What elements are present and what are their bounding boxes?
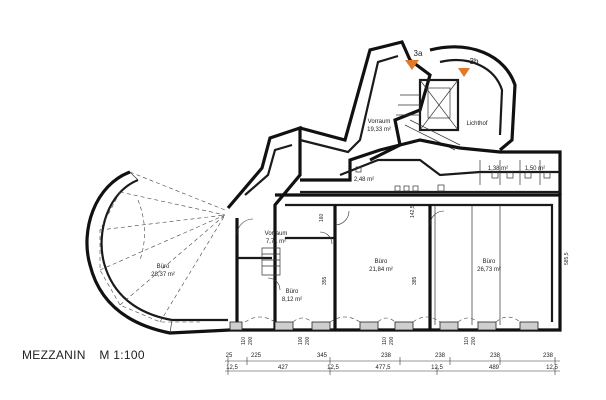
service-strip-wall bbox=[300, 138, 562, 195]
facade-window-arcs bbox=[244, 316, 521, 323]
facade-piers bbox=[229, 321, 539, 331]
dim-row1-6: 238 bbox=[543, 353, 554, 359]
dim-v-385: 385 bbox=[412, 276, 418, 285]
partition-vorraum-small bbox=[237, 236, 337, 330]
room-area-buero-left: 28,37 m² bbox=[151, 272, 175, 278]
dim-open-6: 110 bbox=[464, 337, 470, 345]
dim-row2-1: 427 bbox=[278, 365, 289, 371]
room-area-vorraum-top: 19,33 m² bbox=[367, 127, 391, 133]
dim-v-355: 355 bbox=[322, 276, 328, 285]
room-area-wc-small: 2,48 m² bbox=[354, 177, 374, 183]
dim-open-0: 110 bbox=[241, 337, 247, 345]
room-area-vorraum: 7,71 m² bbox=[266, 239, 286, 245]
room-name-buero-left: Büro bbox=[157, 264, 170, 270]
dim-open-2: 100 bbox=[298, 336, 304, 345]
bay-inner-wall bbox=[100, 178, 228, 322]
plan-scale: M 1:100 bbox=[99, 348, 145, 362]
room-area-wc-b: 1,50 m² bbox=[525, 166, 545, 172]
dim-row2-3: 477,5 bbox=[375, 365, 391, 371]
dim-v-585-5: 585,5 bbox=[564, 252, 570, 265]
room-area-wc-a: 1,38 m² bbox=[488, 166, 508, 172]
dimension-chain-1: 25 225 345 238 238 238 238 bbox=[225, 353, 560, 365]
dim-row2-6: 12,5 bbox=[546, 365, 558, 371]
main-block-outer-wall bbox=[230, 193, 562, 332]
plan-title: MEZZANIN bbox=[22, 348, 86, 362]
door-swings bbox=[236, 210, 445, 291]
dim-row1-0: 25 bbox=[226, 353, 233, 359]
dim-open-4: 110 bbox=[382, 337, 388, 345]
room-name-lichthof: Lichthof bbox=[466, 121, 487, 127]
dim-v-142-5: 142,5 bbox=[410, 205, 416, 218]
dim-row1-4: 238 bbox=[435, 353, 446, 359]
bay-outer-wall bbox=[85, 170, 231, 335]
dimension-chain-2: 12,5 427 12,5 477,5 12,5 489 12,5 bbox=[225, 365, 560, 375]
plan-title-block: MEZZANIN M 1:100 bbox=[22, 348, 155, 362]
dim-v-160: 160 bbox=[319, 213, 325, 222]
section-marker-3b: 3b bbox=[458, 57, 479, 77]
bay-radials bbox=[99, 171, 226, 323]
dim-row1-3: 238 bbox=[381, 353, 392, 359]
room-area-buero-small: 8,12 m² bbox=[282, 297, 302, 303]
marker-3a-label: 3a bbox=[414, 49, 423, 58]
room-name-vorraum-top: Vorraum bbox=[368, 119, 391, 125]
marker-3b-label: 3b bbox=[470, 57, 479, 66]
dim-row1-2: 345 bbox=[317, 353, 328, 359]
top-vorraum-walls bbox=[299, 40, 432, 162]
room-name-buero-mid: Büro bbox=[375, 259, 388, 265]
dim-open-3: 200 bbox=[305, 336, 311, 345]
room-name-vorraum: Vorraum bbox=[265, 231, 288, 237]
sanitary-fixtures bbox=[355, 166, 551, 192]
dim-row1-5: 238 bbox=[490, 353, 501, 359]
room-area-buero-right: 26,73 m² bbox=[477, 267, 501, 273]
dim-open-1: 200 bbox=[248, 336, 254, 345]
dim-row2-5: 489 bbox=[489, 365, 500, 371]
dim-row2-0: 12,5 bbox=[226, 365, 238, 371]
dim-row2-4: 12,5 bbox=[431, 365, 443, 371]
dim-open-7: 200 bbox=[471, 336, 477, 345]
stair-curved-wall bbox=[429, 45, 517, 152]
room-name-buero-right: Büro bbox=[483, 259, 496, 265]
room-area-buero-mid: 21,84 m² bbox=[369, 267, 393, 273]
small-stair bbox=[261, 247, 281, 276]
dim-open-5: 200 bbox=[389, 336, 395, 345]
dim-row2-2: 12,5 bbox=[327, 365, 339, 371]
dim-row1-1: 225 bbox=[251, 353, 262, 359]
room-name-buero-small: Büro bbox=[286, 289, 299, 295]
section-marker-3a: 3a bbox=[405, 49, 423, 70]
